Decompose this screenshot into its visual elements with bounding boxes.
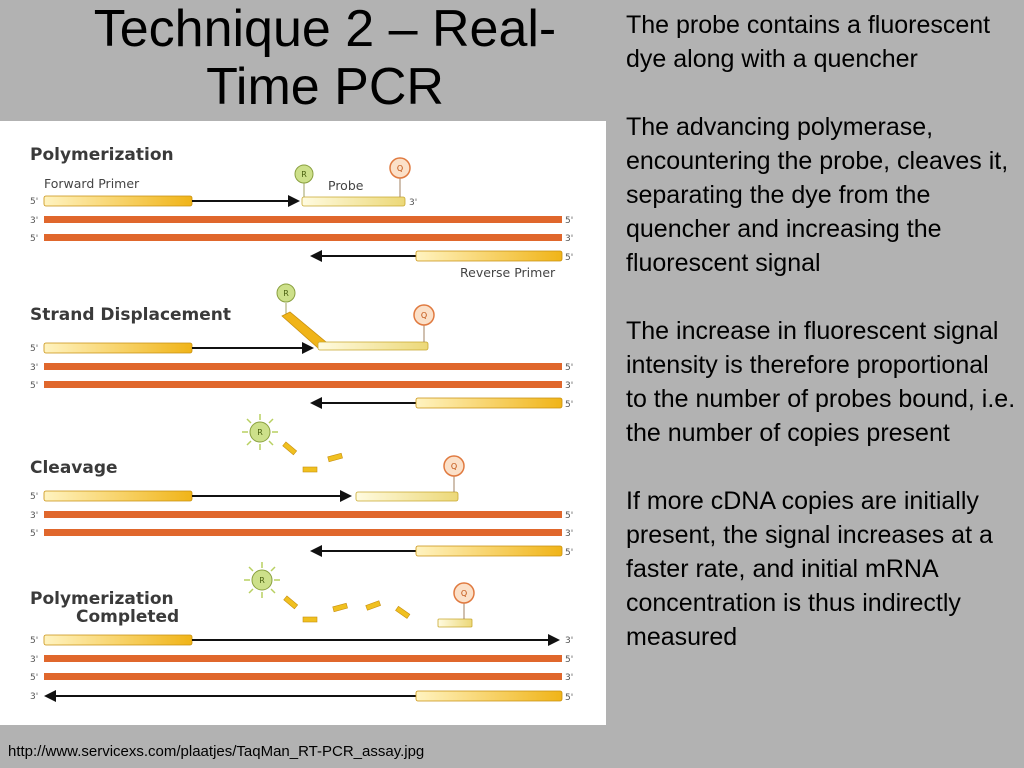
- probe: [355, 491, 459, 502]
- stage-title-cleavage: Cleavage: [30, 458, 118, 478]
- end-label: 3': [30, 511, 38, 521]
- end-label: 3': [565, 381, 573, 391]
- paragraph-proportional: The increase in fluorescent signal inten…: [626, 317, 1016, 447]
- end-label: 3': [565, 234, 573, 244]
- arrowhead: [44, 690, 56, 702]
- free-reporter-dye: [244, 562, 280, 598]
- quencher-label: Q: [451, 462, 457, 471]
- stage-strand-displacement: Strand Displacement R Q 5' 3' 5' 5' 3' 5…: [30, 283, 573, 410]
- end-label: 5': [30, 197, 38, 207]
- reverse-primer: [415, 397, 563, 409]
- arrowhead: [288, 195, 300, 207]
- forward-primer: [43, 195, 193, 207]
- stage-cleavage: Cleavage R 5' Q 3' 5' 5' 3' 5': [30, 414, 573, 558]
- end-label: 5': [565, 655, 573, 665]
- end-label: 5': [565, 548, 573, 558]
- arrowhead: [310, 545, 322, 557]
- arrowhead: [310, 250, 322, 262]
- end-label: 5': [565, 253, 573, 263]
- paragraph-cdna: If more cDNA copies are initially presen…: [626, 487, 993, 651]
- forward-primer-label: Forward Primer: [44, 176, 140, 191]
- stage-title-strand-displacement: Strand Displacement: [30, 305, 231, 325]
- reporter-label: R: [301, 170, 307, 179]
- reverse-primer: [415, 690, 563, 702]
- slide-title: Technique 2 – Real-Time PCR: [93, 0, 557, 116]
- end-label: 5': [30, 529, 38, 539]
- end-label: 5': [30, 673, 38, 683]
- complement-strand: [44, 234, 562, 241]
- stage-polymerization: Polymerization Forward Primer 5' Probe 3…: [30, 145, 573, 280]
- reporter-dye: [251, 569, 273, 591]
- end-label: 5': [30, 344, 38, 354]
- stage-title-polymerization-completed-line2: Completed: [76, 607, 179, 627]
- reverse-primer: [415, 250, 563, 262]
- reverse-primer: [415, 545, 563, 557]
- template-strand: [44, 511, 562, 518]
- forward-primer: [43, 342, 193, 354]
- end-label: 3': [30, 363, 38, 373]
- end-label: 5': [30, 234, 38, 244]
- probe-fragments: [282, 441, 343, 473]
- quencher-label: Q: [397, 164, 403, 173]
- end-label: 3': [30, 216, 38, 226]
- forward-primer: [43, 490, 193, 502]
- quencher-label: Q: [461, 589, 467, 598]
- arrowhead: [302, 342, 314, 354]
- stage-title-polymerization-completed-line1: Polymerization: [30, 589, 174, 609]
- source-url: http://www.servicexs.com/plaatjes/TaqMan…: [8, 743, 425, 760]
- probe-fragments: [283, 595, 411, 623]
- probe: [301, 196, 406, 207]
- complement-strand: [44, 529, 562, 536]
- reverse-primer-label: Reverse Primer: [460, 265, 556, 280]
- probe-label: Probe: [328, 178, 364, 193]
- quencher: [389, 157, 411, 179]
- quencher: [413, 304, 435, 326]
- end-label: 5': [565, 363, 573, 373]
- end-label: 5': [565, 511, 573, 521]
- arrowhead: [548, 634, 560, 646]
- template-strand: [44, 216, 562, 223]
- paragraph-probe: The probe contains a fluorescent dye alo…: [626, 11, 991, 73]
- paragraph-cleavage: The advancing polymerase, encountering t…: [626, 113, 1009, 277]
- quencher: [443, 455, 465, 477]
- reporter-dye: [276, 283, 296, 303]
- stage-polymerization-completed: Polymerization Completed R Q 5' 3' 3' 5'…: [30, 562, 573, 703]
- end-label: 3': [565, 636, 573, 646]
- quencher: [453, 582, 475, 604]
- end-label: 3': [30, 655, 38, 665]
- end-label: 3': [409, 198, 417, 208]
- free-reporter-dye: [242, 414, 278, 450]
- end-label: 5': [565, 693, 573, 703]
- end-label: 5': [565, 400, 573, 410]
- forward-primer: [43, 634, 193, 646]
- stage-title-polymerization: Polymerization: [30, 145, 174, 165]
- body-text: The probe contains a fluorescent dye alo…: [626, 8, 1016, 688]
- reporter-label: R: [259, 576, 265, 585]
- template-strand: [44, 363, 562, 370]
- reporter-dye: [294, 164, 314, 184]
- template-strand: [44, 655, 562, 662]
- end-label: 3': [565, 673, 573, 683]
- end-label: 5': [565, 216, 573, 226]
- arrowhead: [310, 397, 322, 409]
- end-label: 3': [30, 692, 38, 702]
- end-label: 5': [30, 636, 38, 646]
- probe: [317, 341, 429, 351]
- taqman-diagram: Polymerization Forward Primer 5' Probe 3…: [0, 121, 606, 725]
- probe-remnant: [437, 618, 473, 628]
- complement-strand: [44, 381, 562, 388]
- quencher-label: Q: [421, 311, 427, 320]
- reporter-label: R: [257, 428, 263, 437]
- end-label: 5': [30, 381, 38, 391]
- reporter-dye: [249, 421, 271, 443]
- end-label: 5': [30, 492, 38, 502]
- reporter-label: R: [283, 289, 289, 298]
- end-label: 3': [565, 529, 573, 539]
- arrowhead: [340, 490, 352, 502]
- complement-strand: [44, 673, 562, 680]
